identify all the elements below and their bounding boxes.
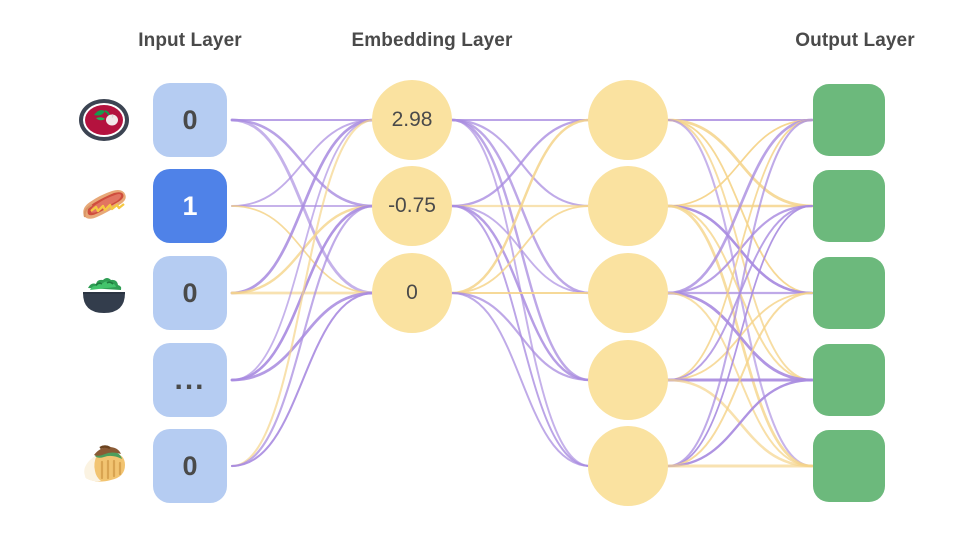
green-salad-icon — [76, 265, 132, 321]
embedding-node-1[interactable]: -0.75 — [372, 166, 452, 246]
input-node-2[interactable]: 0 — [153, 256, 227, 330]
hidden-node-0[interactable] — [588, 80, 668, 160]
hidden-node-3[interactable] — [588, 340, 668, 420]
output-layer-title: Output Layer — [795, 30, 915, 51]
embedding-node-0[interactable]: 2.98 — [372, 80, 452, 160]
hidden-node-1[interactable] — [588, 166, 668, 246]
hot-dog-icon — [76, 178, 132, 234]
embedding-node-2[interactable]: 0 — [372, 253, 452, 333]
burrito-icon — [76, 438, 132, 494]
output-node-4[interactable] — [813, 430, 885, 502]
input-node-1[interactable]: 1 — [153, 169, 227, 243]
output-node-3[interactable] — [813, 344, 885, 416]
embedding-layer-title: Embedding Layer — [351, 30, 513, 51]
input-node-4[interactable]: 0 — [153, 429, 227, 503]
output-node-0[interactable] — [813, 84, 885, 156]
bowl-of-stew-icon — [76, 92, 132, 148]
hidden-node-4[interactable] — [588, 426, 668, 506]
output-node-1[interactable] — [813, 170, 885, 242]
input-layer-title: Input Layer — [138, 30, 242, 51]
output-node-2[interactable] — [813, 257, 885, 329]
hidden-node-2[interactable] — [588, 253, 668, 333]
input-node-3[interactable]: ... — [153, 343, 227, 417]
input-node-0[interactable]: 0 — [153, 83, 227, 157]
